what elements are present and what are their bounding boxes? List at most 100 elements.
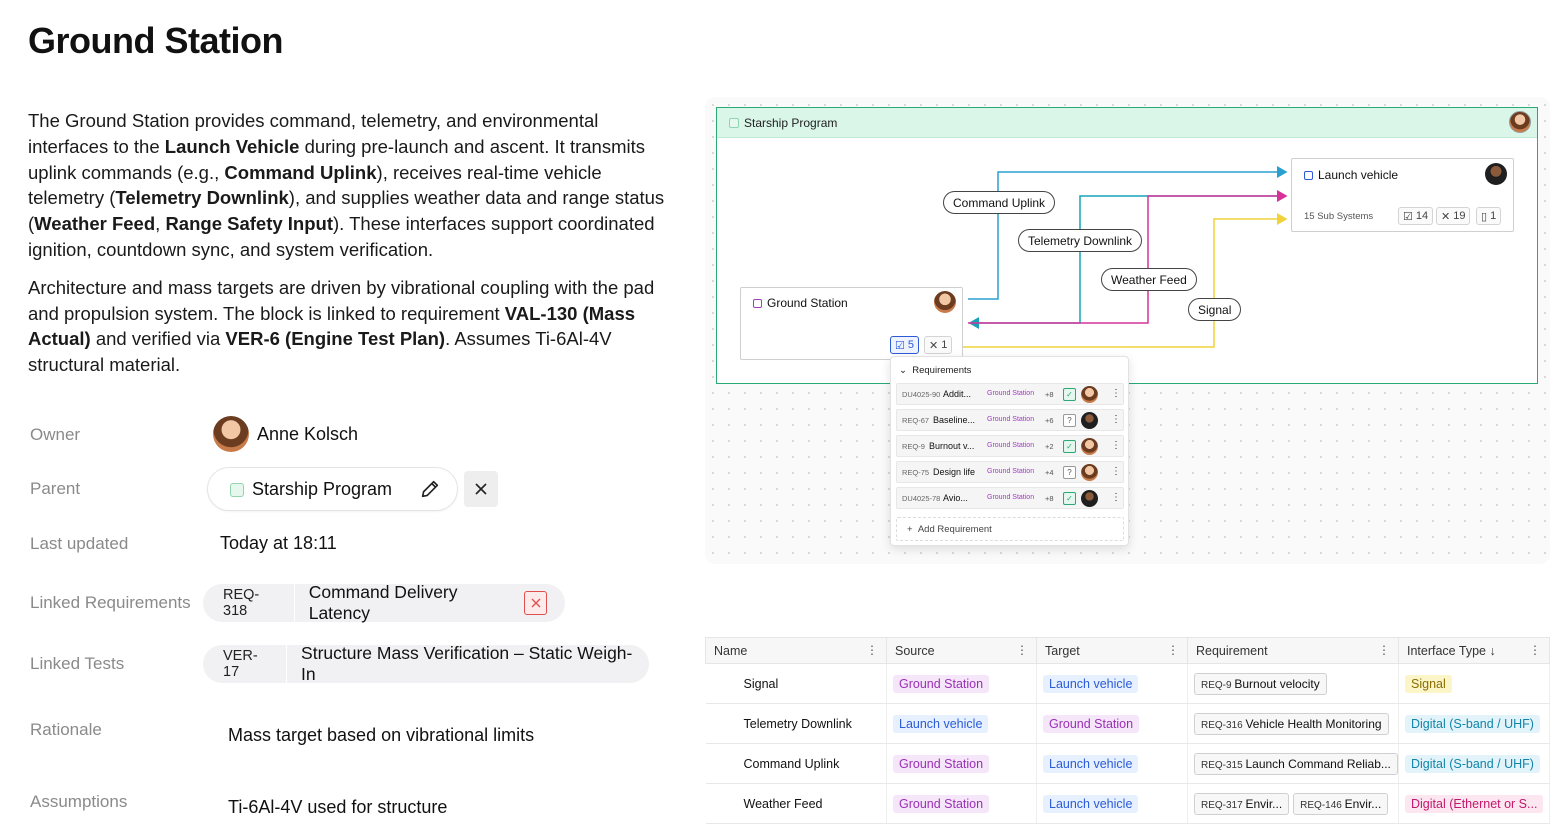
interface-type-cell: Digital (S-band / UHF): [1398, 703, 1550, 744]
interface-type-tag[interactable]: Digital (S-band / UHF): [1405, 754, 1540, 773]
pencil-icon[interactable]: [419, 478, 441, 500]
interface-name[interactable]: Weather Feed: [705, 783, 887, 824]
requirement-chip[interactable]: REQ-9 Burnout velocity: [1194, 672, 1327, 695]
remove-requirement-button[interactable]: [524, 591, 548, 615]
remove-parent-button[interactable]: [464, 471, 498, 507]
document-icon: ▯: [1481, 210, 1488, 223]
column-header-name[interactable]: Name⋮: [705, 637, 887, 664]
assumptions-value[interactable]: Ti-6Al-4V used for structure: [228, 797, 448, 817]
edge-label-signal[interactable]: Signal: [1188, 298, 1242, 321]
close-icon: [475, 483, 487, 495]
interface-type-cell: Digital (S-band / UHF): [1398, 743, 1550, 784]
source-tag[interactable]: Ground Station: [893, 794, 990, 813]
requirement-title: Envir...: [1245, 796, 1283, 811]
target-tag[interactable]: Launch vehicle: [1043, 794, 1139, 813]
owner-avatar: [213, 416, 249, 452]
linked-requirement-chip[interactable]: REQ-318 Command Delivery Latency: [203, 582, 565, 623]
interface-type-tag[interactable]: Digital (S-band / UHF): [1405, 714, 1540, 733]
interface-type-tag[interactable]: Digital (Ethernet or S...: [1405, 794, 1544, 813]
owner-name[interactable]: Anne Kolsch: [257, 424, 359, 444]
kebab-menu-icon[interactable]: ⋮: [1111, 388, 1121, 399]
last-updated-label: Last updated: [30, 534, 129, 553]
requirement-source: Ground Station: [987, 442, 1035, 449]
requirement-code: REQ-317: [1201, 799, 1246, 811]
kebab-menu-icon[interactable]: ⋮: [1111, 492, 1121, 503]
source-tag[interactable]: Ground Station: [893, 674, 990, 693]
description-text: ). These interfaces support coordinated …: [28, 213, 655, 260]
assignee-avatar: [1081, 438, 1098, 455]
source-tag[interactable]: Launch vehicle: [893, 714, 989, 733]
column-header-interface-type[interactable]: Interface Type ↓⋮: [1398, 637, 1550, 664]
add-requirement-button[interactable]: + Add Requirement: [896, 517, 1124, 541]
requirements-badge[interactable]: ☑5: [890, 336, 919, 354]
requirement-more-count: +6: [1045, 416, 1054, 425]
interface-name[interactable]: Command Uplink: [705, 743, 887, 784]
requirement-chip[interactable]: REQ-315 Launch Command Reliab...: [1194, 752, 1398, 775]
linked-requirements-label: Linked Requirements: [30, 593, 191, 612]
requirement-code: REQ-318: [203, 584, 295, 622]
tools-icon: ✕: [929, 339, 939, 352]
node-launch-vehicle[interactable]: Launch vehicle 15 Sub Systems ☑14 ✕19 ▯1: [1291, 158, 1514, 232]
chevron-down-icon: ⌄: [899, 365, 907, 376]
requirement-chip[interactable]: REQ-146 Envir...: [1293, 792, 1389, 815]
edge-label-telemetry-downlink[interactable]: Telemetry Downlink: [1018, 229, 1143, 252]
tests-badge[interactable]: ✕19: [1436, 207, 1471, 225]
parent-selector[interactable]: Starship Program: [207, 467, 458, 511]
documents-badge[interactable]: ▯1: [1476, 207, 1502, 225]
requirement-id: REQ-75: [902, 468, 930, 477]
table-row[interactable]: Weather Feed Ground Station Launch vehicle…: [705, 783, 1550, 824]
edge-label-weather-feed[interactable]: Weather Feed: [1101, 268, 1197, 291]
target-tag[interactable]: Launch vehicle: [1043, 674, 1139, 693]
verified-check-icon[interactable]: ✓: [1063, 440, 1076, 453]
tools-icon: ✕: [1441, 210, 1451, 223]
node-ground-station[interactable]: Ground Station ☑5 ✕1: [740, 287, 963, 360]
kebab-menu-icon[interactable]: ⋮: [1529, 643, 1541, 657]
interface-name[interactable]: Signal: [705, 663, 887, 704]
target-cell: Launch vehicle: [1036, 783, 1188, 824]
target-tag[interactable]: Ground Station: [1043, 714, 1140, 733]
requirement-code: REQ-146: [1300, 799, 1345, 811]
kebab-menu-icon[interactable]: ⋮: [1167, 643, 1179, 657]
requirement-title: Avio...: [943, 493, 968, 503]
table-row[interactable]: Command Uplink Ground Station Launch vehic…: [705, 743, 1550, 784]
source-tag[interactable]: Ground Station: [893, 754, 990, 773]
verified-check-icon[interactable]: ✓: [1063, 388, 1076, 401]
table-row[interactable]: Telemetry Downlink Launch vehicle Ground S…: [705, 703, 1550, 744]
unknown-status-icon[interactable]: ?: [1063, 414, 1076, 427]
check-icon: ☑: [1403, 210, 1413, 223]
rationale-value[interactable]: Mass target based on vibrational limits: [228, 725, 535, 745]
verified-check-icon[interactable]: ✓: [1063, 492, 1076, 505]
interface-type-cell: Digital (Ethernet or S...: [1398, 783, 1550, 824]
kebab-menu-icon[interactable]: ⋮: [1378, 643, 1390, 657]
requirement-code: REQ-316: [1201, 719, 1246, 731]
target-tag[interactable]: Launch vehicle: [1043, 754, 1139, 773]
block-icon: [230, 483, 244, 497]
column-header-source[interactable]: Source⋮: [886, 637, 1037, 664]
kebab-menu-icon[interactable]: ⋮: [1111, 466, 1121, 477]
node-owner-avatar: [1485, 163, 1507, 185]
interface-type-tag[interactable]: Signal: [1405, 674, 1452, 693]
kebab-menu-icon[interactable]: ⋮: [866, 643, 878, 657]
kebab-menu-icon[interactable]: ⋮: [1016, 643, 1028, 657]
linked-test-chip[interactable]: VER-17 Structure Mass Verification – Sta…: [203, 643, 649, 684]
requirement-chip[interactable]: REQ-317 Envir...: [1194, 792, 1290, 815]
column-header-requirement[interactable]: Requirement⋮: [1187, 637, 1399, 664]
requirement-chip[interactable]: REQ-316 Vehicle Health Monitoring: [1194, 712, 1389, 735]
kebab-menu-icon[interactable]: ⋮: [1111, 414, 1121, 425]
kebab-menu-icon[interactable]: ⋮: [1111, 440, 1121, 451]
popup-header[interactable]: ⌄ Requirements: [899, 365, 972, 376]
interface-name[interactable]: Telemetry Downlink: [705, 703, 887, 744]
edge-label-command-uplink[interactable]: Command Uplink: [943, 191, 1056, 214]
sort-arrow-icon[interactable]: ↓: [1489, 643, 1496, 658]
tests-badge[interactable]: ✕1: [924, 336, 953, 354]
requirements-badge[interactable]: ☑14: [1398, 207, 1434, 225]
column-header-target[interactable]: Target⋮: [1036, 637, 1188, 664]
table-row[interactable]: Signal Ground Station Launch vehicle REQ-9 …: [705, 663, 1550, 704]
check-icon: ☑: [895, 339, 905, 352]
unknown-status-icon[interactable]: ?: [1063, 466, 1076, 479]
